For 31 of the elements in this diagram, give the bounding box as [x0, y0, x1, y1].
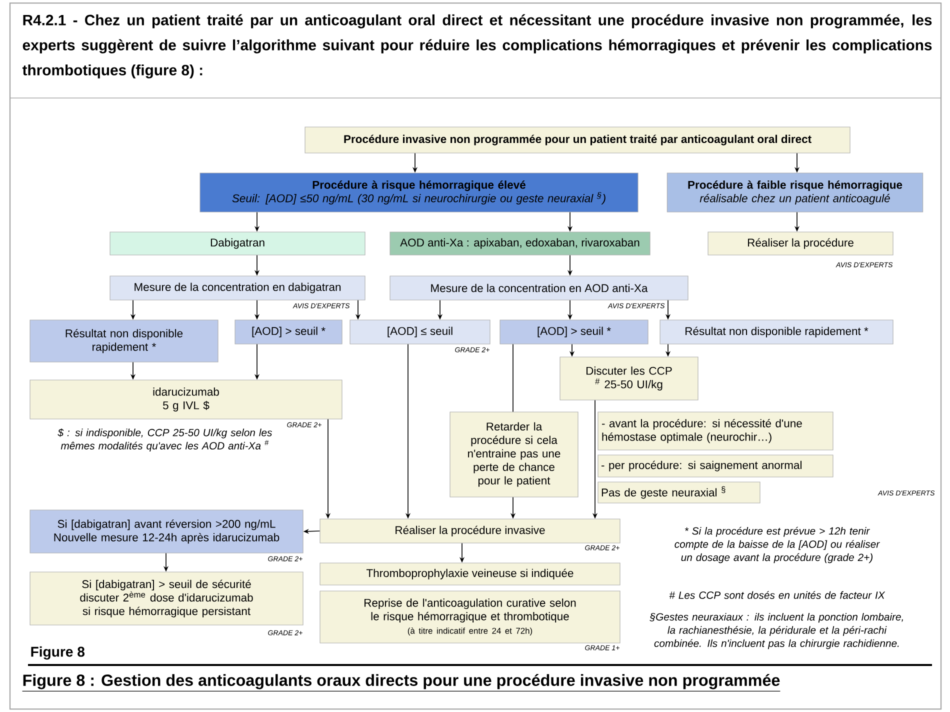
caption: Figure 8 : Gestion des anticoagulants oraux directs pour une procédure invasive non programmée	[22, 674, 780, 692]
flow-box: - avant la procédure: si nécessité d'une hémostase optimale (neurochir…)	[598, 412, 834, 450]
flow-box: idarucizumab 5 g IVL $	[30, 380, 342, 420]
flow-box: [AOD] ≤ seuil	[350, 320, 490, 344]
figure-label: Figure 8	[31, 646, 85, 660]
flow-box: - per procédure: si saignement anormal	[598, 454, 834, 478]
flow-box: Procédure à faible risque hémorragique réalisable chez un patient anticoagulé	[666, 172, 924, 212]
footnote: §Gestes neuraxiaux : ils incluent la ponction lombaire, la rachianesthésie, la péridurale et la péri-rachi combinée. Ils n'incluent pas la chirurgie rachidienne.	[650, 612, 903, 650]
flow-box: Procédure à risque hémorragique élevé Seuil: [AOD] ≤50 ng/mL (30 ng/mL si neurochirurgie ou geste neuraxial $^{§}$)	[200, 172, 638, 212]
flow-box: Si [dabigatran] > seuil de sécurité discuter 2$^{ème}$ dose d'idarucizumab si risque hémorragique persistant	[30, 572, 304, 626]
flow-box: Dabigatran	[110, 232, 366, 256]
flow-box: Pas de geste neuraxial $^{§}$	[598, 482, 760, 504]
flow-box: Thromboprophylaxie veineuse si indiquée	[320, 562, 620, 586]
flow-box: Résultat non disponible rapidement *	[660, 320, 894, 344]
footnote: # Les CCP sont dosés en unités de facteur IX	[669, 591, 886, 599]
flow-box: Reprise de l'anticoagulation curative selon le risque hémorragique et thrombotique (à titre indicatif entre 24 et 72h)	[320, 590, 620, 644]
flow-box: Réaliser la procédure invasive	[320, 518, 620, 544]
flow-box: AOD anti-Xa : apixaban, edoxaban, rivaroxaban	[390, 232, 650, 256]
flow-box: Réaliser la procédure	[708, 232, 894, 256]
footnote: * Si la procédure est prévue > 12h tenir compte de la baisse de la [AOD] ou réaliser un dosage avant la procédure (grade 2+)	[674, 526, 880, 564]
flow-box: [AOD] > seuil *	[234, 320, 342, 344]
flow-box: Discuter les CCP $^{#}$ 25-50 UI/kg	[560, 356, 698, 400]
footnote: $ : si indisponible, CCP 25-50 UI/kg selon les mêmes modalités qu'avec les AOD anti-Xa $^{#}$	[58, 428, 272, 452]
flow-box: Si [dabigatran] avant réversion >200 ng/mL Nouvelle mesure 12-24h après idarucizumab	[30, 510, 304, 554]
flow-box: [AOD] > seuil *	[500, 320, 648, 344]
flow-box: Mesure de la concentration en dabigatran	[110, 276, 366, 300]
flow-box: Retarder la procédure si cela n'entraine pas une perte de chance pour le patient	[450, 412, 578, 498]
flow-box: Procédure invasive non programmée pour un patient traité par anticoagulant oral direct	[304, 126, 850, 154]
heading-paragraph: R4.2.1 - Chez un patient traité par un anticoagulant oral direct et nécessitant une procédure invasive non programmée, les experts suggèrent de suivre l’algorithme suivant pour réduire les complications hémorragiques et prévenir les complications thrombotiques (figure 8) :	[22, 14, 932, 78]
flow-box: Mesure de la concentration en AOD anti-Xa	[390, 276, 688, 300]
flow-box: Résultat non disponible rapidement *	[30, 320, 218, 362]
